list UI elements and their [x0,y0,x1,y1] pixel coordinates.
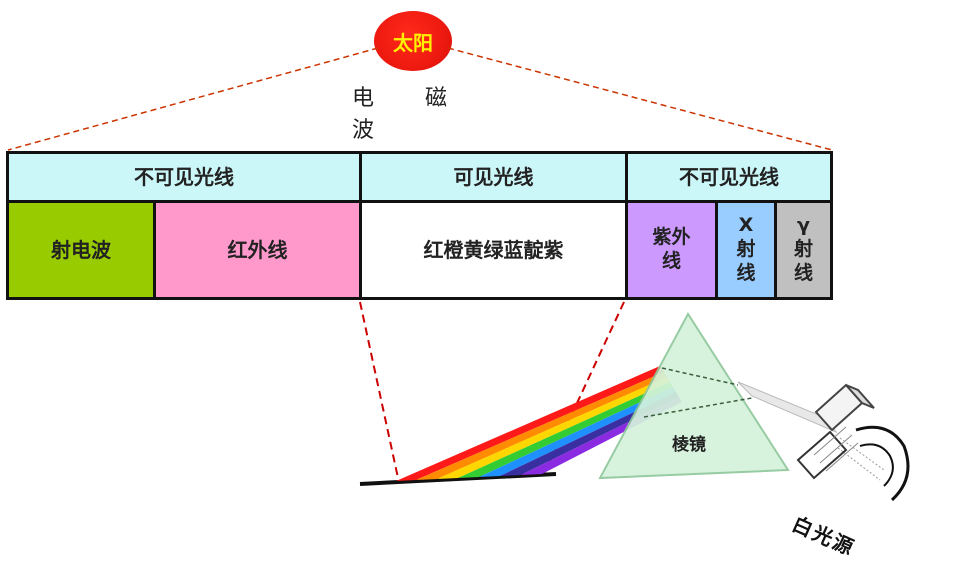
band-gamma: γ 射 线 [774,200,833,300]
header-visible-label: 可见光线 [453,165,534,189]
band-gamma-symbol: γ [797,214,810,237]
sun-circle: 太阳 [374,11,452,71]
prism-shape [598,312,790,480]
light-source-lamp [796,383,910,502]
band-xray: X 射 线 [715,200,777,300]
dashed-line-sun-left [7,47,379,151]
header-invisible-left: 不可见光线 [6,151,362,203]
band-visible-label: 红橙黄绿蓝靛紫 [423,238,564,262]
band-xray-symbol: X [738,214,754,237]
band-radio: 射电波 [6,200,156,300]
band-gamma-line2: 线 [793,261,813,284]
projection-screen [359,472,557,486]
prism-ray-lower [643,397,753,418]
band-ultraviolet-line1: 紫外 [652,226,691,249]
prism-label: 棱镜 [672,435,706,455]
spectrum-beam [396,366,682,481]
spectrum-band-blue [479,387,676,477]
band-radio-label: 射电波 [51,238,111,262]
band-infrared: 红外线 [153,200,362,300]
band-visible: 红橙黄绿蓝靛紫 [359,200,628,300]
header-invisible-left-label: 不可见光线 [134,165,234,189]
band-gamma-line1: 射 [793,238,813,261]
band-ultraviolet-line2: 线 [661,250,681,272]
band-xray-line1: 射 [736,238,756,261]
dashed-line-visible-left [359,301,399,479]
band-xray-line2: 线 [736,261,756,284]
spectrum-band-yellow [437,377,670,479]
dashed-line-sun-right [447,47,833,151]
prism-ray-upper [661,367,739,386]
header-invisible-right-label: 不可见光线 [679,165,779,189]
header-invisible-right: 不可见光线 [625,151,833,203]
sun-label: 太阳 [393,30,433,55]
band-infrared-label: 红外线 [227,238,288,262]
white-light-beam [737,381,838,434]
spectrum-band-red [396,366,664,481]
spectrum-band-orange [416,372,667,480]
spectrum-band-green [458,382,673,478]
